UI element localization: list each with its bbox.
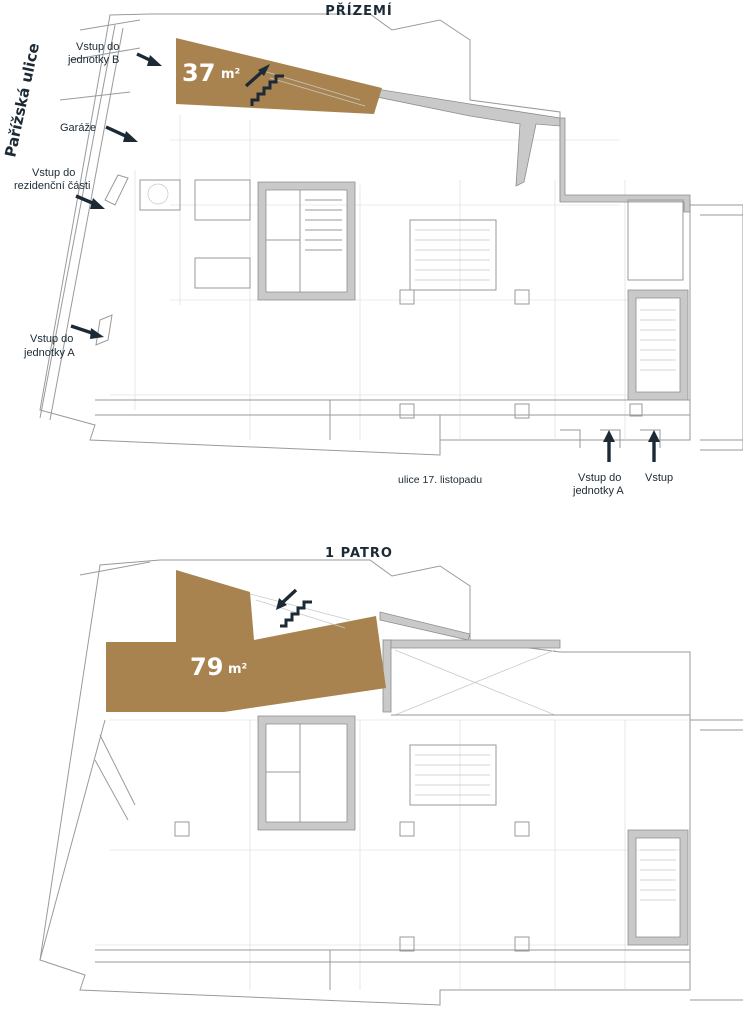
first-floor-plan [39,559,743,1006]
label-residential-line2: rezidenční části [14,180,90,192]
label-entrance-a-west-line2: jednotky A [23,347,75,359]
label-entrance-a-west-line1: Vstup do [30,333,73,345]
unit-b-area-unit: m² [221,67,240,82]
first-floor-title: 1 PATRO [325,546,393,561]
label-entrance-a-south-line2: jednotky A [572,485,624,497]
street-pariska: Pařížská ulice [1,41,43,158]
first-floor-area-value: 79 [190,653,223,681]
label-residential-line1: Vstup do [32,167,75,179]
label-entrance: Vstup [645,472,673,484]
first-floor-area-unit: m² [228,662,247,677]
arrow-icon [603,430,615,462]
street-17-listopadu: ulice 17. listopadu [398,474,482,486]
unit-first-floor-area [106,570,386,712]
unit-b-area-value: 37 [182,59,215,87]
ground-floor-title: PŘÍZEMÍ [325,3,392,19]
stairs-down-icon [276,588,312,628]
arrow-icon [136,52,162,66]
label-garage: Garáže [60,122,96,134]
ground-floor-plan [39,13,743,456]
label-entrance-a-south-line1: Vstup do [578,472,621,484]
arrow-icon [70,324,104,339]
arrow-icon [75,194,105,209]
label-entrance-b-line2: jednotky B [67,54,119,66]
stairs-up-icon [244,64,284,106]
arrow-icon [648,430,660,462]
label-entrance-b-line1: Vstup do [76,41,119,53]
arrow-icon [105,125,138,142]
